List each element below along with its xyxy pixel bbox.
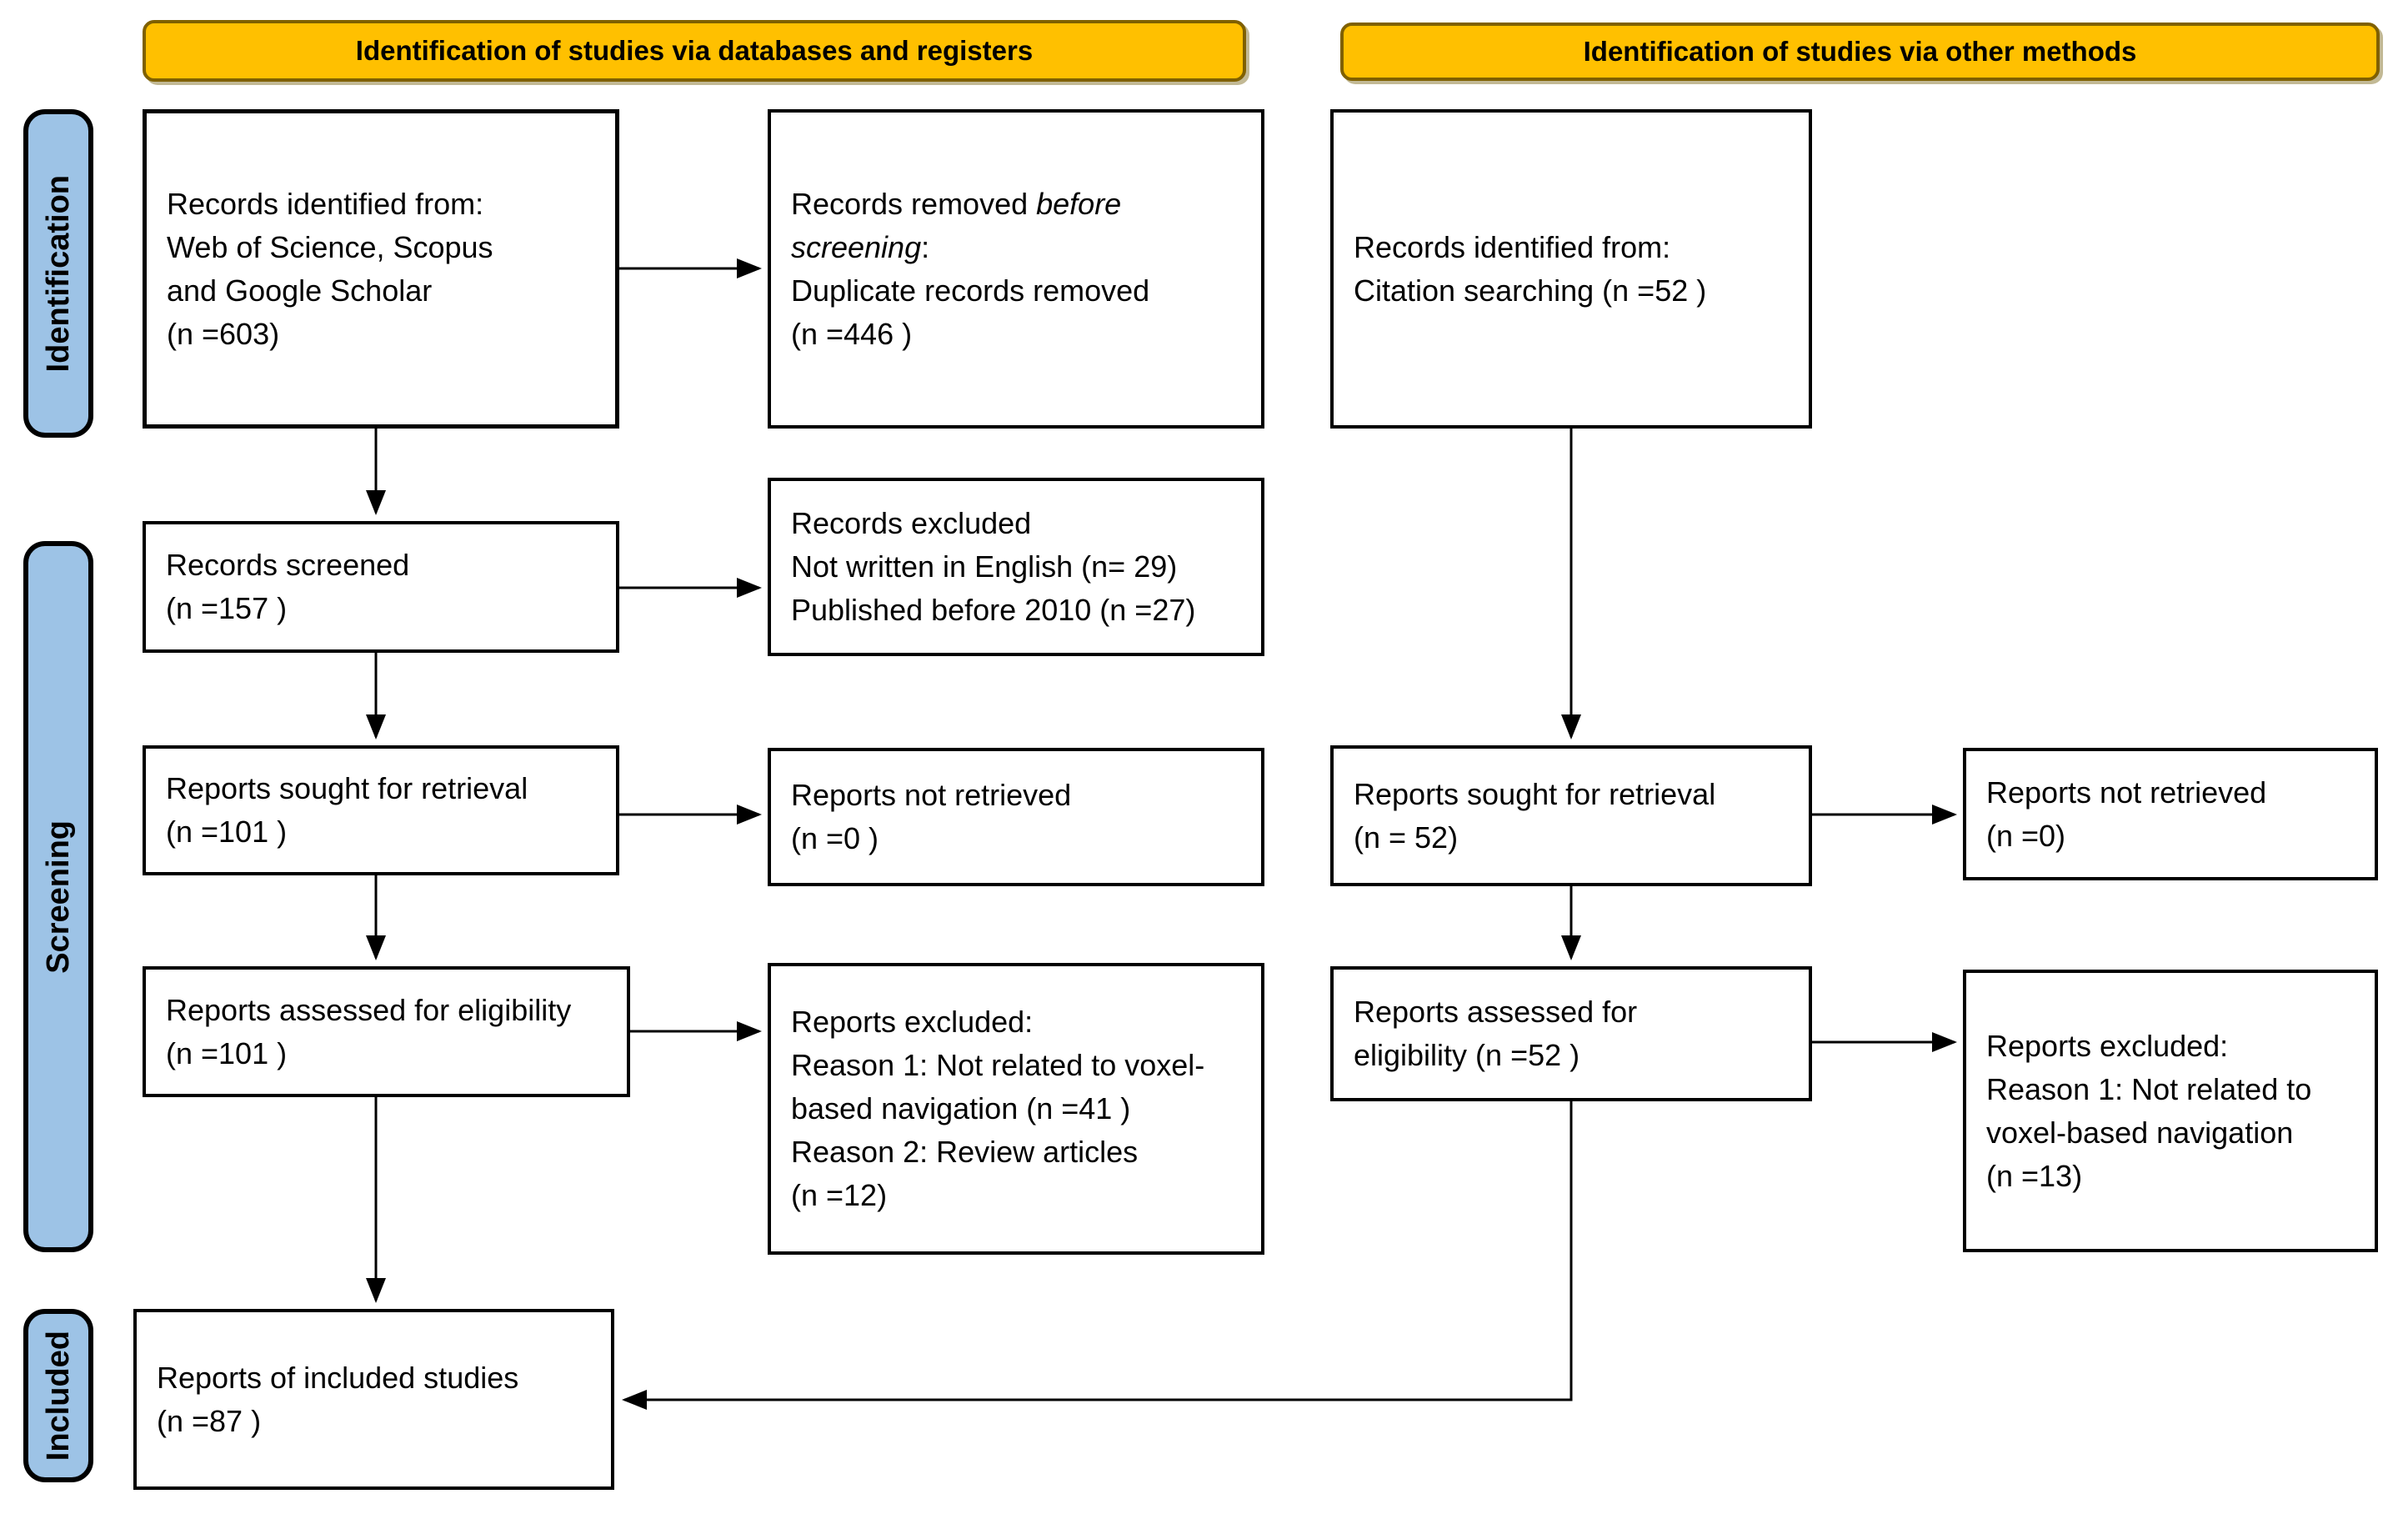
box-reports-not-retrieved-databases: Reports not retrieved(n =0 ) bbox=[768, 748, 1264, 886]
records-removed-suffix: : bbox=[921, 229, 930, 264]
records-removed-italic: before screening bbox=[791, 186, 1122, 264]
box-reports-not-retrieved-other: Reports not retrieved(n =0) bbox=[1963, 748, 2378, 880]
box-reports-included: Reports of included studies(n =87 ) bbox=[133, 1309, 614, 1490]
box-reports-included-text: Reports of included studies(n =87 ) bbox=[157, 1360, 519, 1438]
box-reports-not-retrieved-other-text: Reports not retrieved(n =0) bbox=[1986, 775, 2267, 853]
box-reports-sought-other: Reports sought for retrieval(n = 52) bbox=[1330, 745, 1812, 886]
phase-screening-label: Screening bbox=[40, 820, 76, 974]
phase-screening: Screening bbox=[23, 541, 93, 1252]
box-records-removed: Records removed before screening: Duplic… bbox=[768, 109, 1264, 429]
phase-included: Included bbox=[23, 1309, 93, 1482]
box-reports-excluded-other-text: Reports excluded:Reason 1: Not related t… bbox=[1986, 1028, 2312, 1193]
box-reports-sought-other-text: Reports sought for retrieval(n = 52) bbox=[1354, 776, 1716, 855]
box-reports-not-retrieved-databases-text: Reports not retrieved(n =0 ) bbox=[791, 778, 1072, 855]
box-records-removed-text: Records removed before screening: Duplic… bbox=[771, 183, 1261, 356]
phase-included-label: Included bbox=[40, 1330, 76, 1461]
header-other-methods-label: Identification of studies via other meth… bbox=[1583, 36, 2137, 67]
header-databases-registers-label: Identification of studies via databases … bbox=[355, 35, 1034, 66]
box-reports-excluded-databases-text: Reports excluded:Reason 1: Not related t… bbox=[791, 1005, 1205, 1212]
box-records-identified-other: Records identified from:Citation searchi… bbox=[1330, 109, 1812, 429]
box-reports-excluded-databases: Reports excluded:Reason 1: Not related t… bbox=[768, 963, 1264, 1255]
box-reports-assessed-databases: Reports assessed for eligibility(n =101 … bbox=[143, 966, 630, 1097]
records-removed-line2: Duplicate records removed bbox=[791, 273, 1150, 308]
phase-identification-label: Identification bbox=[40, 174, 76, 373]
box-records-identified-databases-text: Records identified from:Web of Science, … bbox=[167, 186, 493, 351]
box-records-identified-databases: Records identified from:Web of Science, … bbox=[143, 109, 619, 429]
records-removed-line3: (n =446 ) bbox=[791, 316, 913, 351]
box-reports-excluded-other: Reports excluded:Reason 1: Not related t… bbox=[1963, 970, 2378, 1252]
header-other-methods: Identification of studies via other meth… bbox=[1340, 23, 2380, 81]
box-reports-assessed-databases-text: Reports assessed for eligibility(n =101 … bbox=[166, 992, 572, 1070]
box-records-identified-other-text: Records identified from:Citation searchi… bbox=[1354, 229, 1707, 308]
box-reports-sought-databases-text: Reports sought for retrieval(n =101 ) bbox=[166, 771, 528, 849]
arrow-assessed2-to-included bbox=[622, 1101, 1573, 1410]
box-records-screened: Records screened(n =157 ) bbox=[143, 521, 619, 653]
phase-identification: Identification bbox=[23, 109, 93, 438]
box-reports-sought-databases: Reports sought for retrieval(n =101 ) bbox=[143, 745, 619, 875]
box-records-screened-text: Records screened(n =157 ) bbox=[166, 548, 410, 625]
header-databases-registers: Identification of studies via databases … bbox=[143, 20, 1246, 82]
records-removed-prefix: Records removed bbox=[791, 186, 1037, 221]
